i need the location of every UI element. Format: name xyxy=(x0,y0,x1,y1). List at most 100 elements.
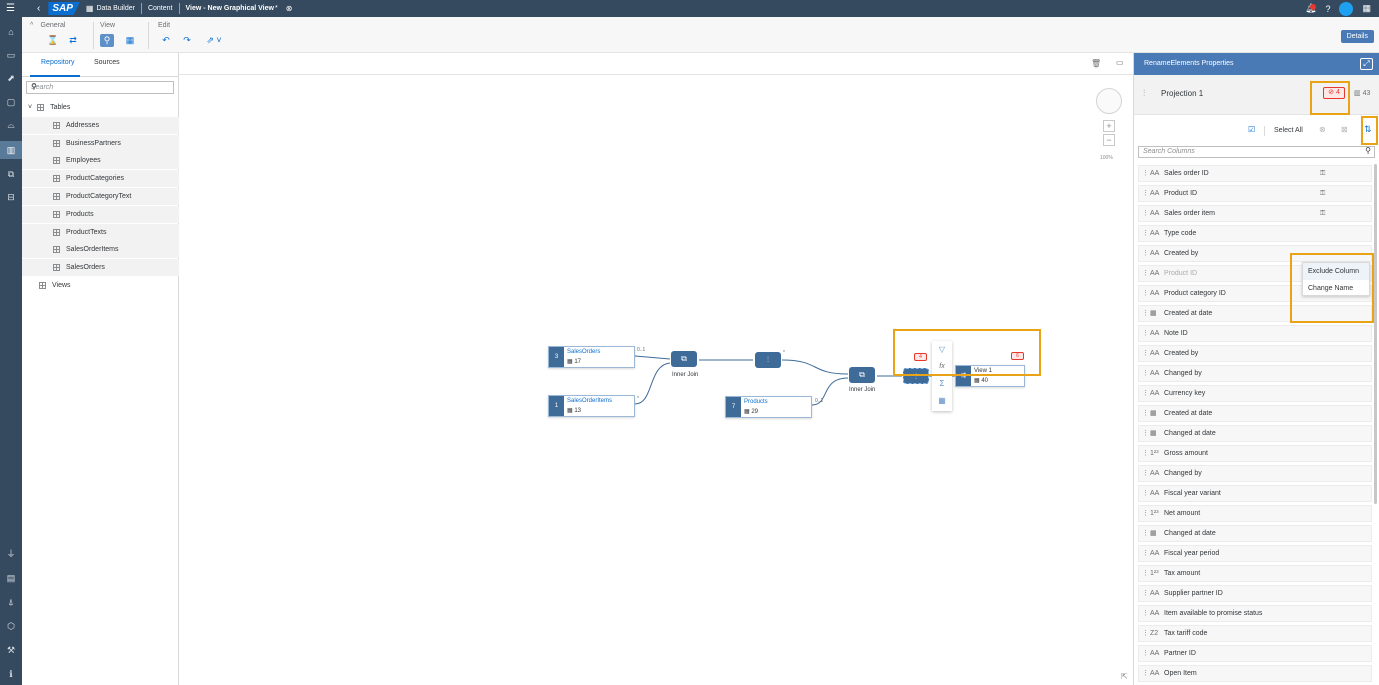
node-products[interactable]: 7 Products ▦ 29 xyxy=(725,396,812,418)
drag-handle-icon[interactable]: ⋮ xyxy=(1142,650,1149,657)
business-builder-icon[interactable]: ⧉ xyxy=(7,169,15,179)
drag-handle-icon[interactable]: ⋮ xyxy=(1142,310,1149,317)
drag-handle-icon[interactable]: ⋮ xyxy=(1142,190,1149,197)
projection-warning-badge[interactable]: 4 xyxy=(914,353,927,361)
drag-handle-icon[interactable]: ⋮ xyxy=(1142,610,1149,617)
drag-handle-icon[interactable]: ⋮ xyxy=(1142,670,1149,677)
drag-handle-icon[interactable]: ⋮ xyxy=(1142,470,1149,477)
home-icon[interactable]: ⌂ xyxy=(8,27,14,37)
aggregation-icon[interactable]: Σ xyxy=(939,379,945,388)
drag-handle-icon[interactable]: ⋮ xyxy=(1142,590,1149,597)
drag-handle-icon[interactable]: ⋮ xyxy=(1142,450,1149,457)
view-warning-badge[interactable]: 6 xyxy=(1011,352,1024,360)
details-button[interactable]: Details xyxy=(1340,30,1374,43)
calculated-column-icon[interactable]: fx xyxy=(939,363,945,370)
deploy-icon[interactable]: ⇄ xyxy=(69,35,77,45)
search-icon[interactable]: ⚲ xyxy=(31,82,37,91)
tools-icon[interactable]: ⚒ xyxy=(6,645,16,655)
tree-item-businesspartners[interactable]: BusinessPartners xyxy=(22,135,179,152)
maximize-icon[interactable]: ⤢ xyxy=(1360,58,1373,70)
column-row[interactable]: ⋮▦Changed at date xyxy=(1138,425,1372,442)
scrollbar[interactable] xyxy=(1374,164,1377,504)
tab-repository[interactable]: Repository xyxy=(41,59,75,66)
select-all-button[interactable]: Select All xyxy=(1274,127,1303,134)
tree-item-salesorderitems[interactable]: SalesOrderItems xyxy=(22,241,179,258)
export-icon[interactable]: ⇗ ˅ xyxy=(206,35,222,45)
remove-icon[interactable]: ⊠ xyxy=(1341,125,1348,134)
sort-icon[interactable]: ⇅ xyxy=(1364,124,1372,134)
collapse-icon[interactable]: ^ xyxy=(30,22,34,29)
column-row[interactable]: ⋮▦Changed at date xyxy=(1138,525,1372,542)
connections-icon[interactable]: ⬡ xyxy=(7,621,15,631)
table-icon[interactable]: ▦ xyxy=(938,396,946,405)
drag-handle-icon[interactable]: ⋮ xyxy=(1142,170,1149,177)
drag-handle-icon[interactable]: ⋮ xyxy=(1142,510,1149,517)
warning-count-badge[interactable]: ⊘ 4 xyxy=(1323,87,1345,99)
drag-handle-icon[interactable]: ⋮ xyxy=(1142,330,1149,337)
drag-handle-icon[interactable]: ⋮ xyxy=(1142,410,1149,417)
tree-item-producttexts[interactable]: ProductTexts xyxy=(22,224,179,241)
drag-handle-icon[interactable]: ⋮ xyxy=(1142,530,1149,537)
redo-icon[interactable]: ↷ xyxy=(183,35,191,45)
preview-icon[interactable]: ▭ xyxy=(1116,58,1124,67)
drag-handle-icon[interactable]: ⋮ xyxy=(1142,550,1149,557)
chevron-down-icon[interactable]: ˅ xyxy=(28,104,33,111)
column-search-input[interactable]: Search Columns ⚲ xyxy=(1138,146,1375,158)
graph-view-icon[interactable]: ⚲ xyxy=(100,34,114,47)
table-view-icon[interactable]: ▦ xyxy=(125,35,135,45)
tree-item-products[interactable]: Products xyxy=(22,206,179,223)
drag-handle-icon[interactable]: ⋮ xyxy=(1142,230,1149,237)
back-icon[interactable]: ‹ xyxy=(36,3,41,14)
drag-handle-icon[interactable]: ⋮ xyxy=(1142,630,1149,637)
tree-item-salesorders[interactable]: SalesOrders xyxy=(22,259,179,276)
drag-handle-icon[interactable]: ⋮ xyxy=(1142,210,1149,217)
data-builder-nav-icon[interactable]: ▥ xyxy=(0,141,22,159)
exclude-icon[interactable]: ⊗ xyxy=(1319,125,1326,134)
tree-item-productcategories[interactable]: ProductCategories xyxy=(22,170,179,187)
zoom-in-button[interactable]: + xyxy=(1103,120,1115,132)
tree-item-employees[interactable]: Employees xyxy=(22,152,179,169)
column-row[interactable]: ⋮▦Created at date xyxy=(1138,405,1372,422)
drag-handle-icon[interactable]: ⋮ xyxy=(1142,370,1149,377)
zoom-out-button[interactable]: − xyxy=(1103,134,1115,146)
drag-handle-icon[interactable]: ⋮ xyxy=(1142,350,1149,357)
tree-item-addresses[interactable]: Addresses xyxy=(22,117,179,134)
menu-icon[interactable]: ☰ xyxy=(6,3,15,14)
inner-join-1-node[interactable]: ⧉ xyxy=(671,351,697,367)
tree-views[interactable]: Views xyxy=(22,277,179,294)
integration-icon[interactable]: ⊟ xyxy=(7,192,15,202)
repository-icon[interactable]: ▭ xyxy=(6,50,16,60)
transport-icon[interactable]: ▤ xyxy=(6,573,16,583)
exclude-column-item[interactable]: Exclude Column xyxy=(1303,263,1369,280)
repository-search-input[interactable]: Search ⚲ xyxy=(26,81,174,94)
app-title[interactable]: Data Builder xyxy=(96,5,135,12)
node-salesorders[interactable]: 3 SalesOrders ▦ 17 xyxy=(548,346,635,368)
drag-handle-icon[interactable]: ⋮ xyxy=(1142,430,1149,437)
inner-join-2-node[interactable]: ⧉ xyxy=(849,367,875,383)
help-icon[interactable]: ? xyxy=(1325,3,1331,14)
drag-handle-icon[interactable]: ⋮ xyxy=(1142,270,1149,277)
system-icon[interactable]: ℹ xyxy=(9,669,13,679)
catalog-icon[interactable]: ▢ xyxy=(6,97,16,107)
select-checkbox-icon[interactable]: ☑ xyxy=(1248,125,1256,134)
expand-corner-icon[interactable]: ⇱ xyxy=(1121,672,1128,681)
close-tab-icon[interactable]: ⊗ xyxy=(285,4,293,13)
column-row[interactable]: ⋮▦Created at date xyxy=(1138,305,1372,322)
projection-node-1[interactable]: ⫶ xyxy=(755,352,781,368)
change-name-item[interactable]: Change Name xyxy=(1308,285,1354,292)
